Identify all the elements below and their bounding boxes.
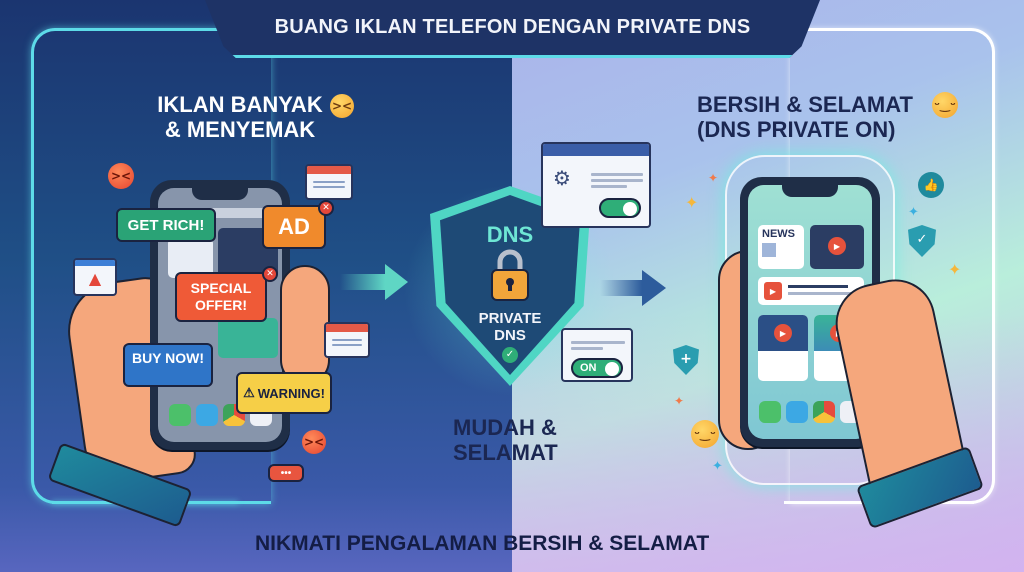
sparkle-icon: ✦: [685, 193, 699, 212]
video-card-2[interactable]: ▶: [758, 315, 808, 381]
chrome-app-icon[interactable]: [812, 401, 835, 423]
dns-toggle[interactable]: [599, 198, 641, 218]
arrow-right-icon: [340, 264, 408, 300]
smile-emoji-icon: ᵕ‿ᵕ: [691, 420, 719, 448]
play-icon: ▶: [764, 282, 782, 300]
video-card-2: [218, 318, 278, 358]
left-heading-line1: IKLAN BANYAK: [157, 92, 323, 117]
sparkle-icon: ✦: [908, 205, 919, 220]
center-caption: MUDAH & SELAMAT: [453, 415, 558, 466]
thumbs-up-icon: 👍: [918, 172, 944, 198]
sparkle-icon: ✦: [674, 394, 685, 408]
popup-window-2: [324, 322, 370, 358]
sparkle-icon: ✦: [948, 260, 962, 279]
smile-emoji-icon: ᵕ‿ᵕ: [932, 92, 958, 118]
left-heading-line2: & MENYEMAK: [164, 117, 316, 143]
angry-emoji-icon: ><: [108, 163, 134, 189]
close-icon[interactable]: ✕: [318, 200, 334, 216]
warning-icon: ▲: [88, 269, 102, 288]
right-heading: BERSIH & SELAMAT (DNS PRIVATE ON): [697, 92, 913, 143]
app-dock: [756, 397, 864, 427]
popup-window: [305, 164, 353, 200]
phone-app-icon[interactable]: [168, 404, 191, 426]
messages-app-icon[interactable]: [785, 401, 808, 423]
ad-buy-now[interactable]: BUY NOW!: [123, 343, 213, 387]
news-card[interactable]: NEWS: [758, 225, 804, 269]
on-toggle[interactable]: ON: [571, 358, 623, 378]
frustrated-emoji-icon: ><: [330, 94, 354, 118]
alert-popup: ▲: [73, 258, 117, 296]
play-icon: ▶: [828, 237, 846, 255]
sparkle-icon: ✦: [712, 459, 723, 474]
messages-app-icon[interactable]: [195, 404, 218, 426]
app-dock: [166, 400, 274, 430]
ad-warning[interactable]: ⚠ WARNING!: [236, 372, 332, 414]
ad-banner[interactable]: AD: [262, 205, 326, 249]
phone-app-icon[interactable]: [758, 401, 781, 423]
gear-icon: ⚙: [553, 166, 571, 190]
left-hand-fingers: [280, 265, 330, 385]
ad-get-rich[interactable]: GET RICH!: [116, 208, 216, 242]
lock-icon: [491, 249, 529, 301]
footer-tagline: NIKMATI PENGALAMAN BERSIH & SELAMAT: [255, 532, 710, 555]
phone-notch: [192, 188, 248, 200]
right-heading-line1: BERSIH & SELAMAT: [697, 92, 913, 117]
arrow-right-icon: [600, 270, 666, 306]
shield-dns-label: DNS: [486, 222, 534, 247]
close-icon[interactable]: ✕: [262, 266, 278, 282]
news-card: [168, 238, 213, 278]
typing-bubble: •••: [268, 464, 304, 482]
title-banner: BUANG IKLAN TELEFON DENGAN PRIVATE DNS: [205, 0, 820, 58]
settings-window: ⚙: [541, 142, 651, 228]
video-card[interactable]: ▶: [810, 225, 864, 269]
warning-icon: ⚠: [243, 385, 255, 400]
right-heading-line2: (DNS PRIVATE ON): [697, 117, 896, 143]
sparkle-icon: ✦: [708, 171, 719, 185]
checkmark-icon: ✓: [502, 347, 518, 363]
page-title: BUANG IKLAN TELEFON DENGAN PRIVATE DNS: [274, 16, 751, 38]
play-icon: ▶: [774, 324, 792, 342]
phone-notch: [782, 185, 838, 197]
angry-emoji-icon: ><: [302, 430, 326, 454]
shield-private-dns-label: PRIVATE DNS: [478, 310, 542, 345]
on-toggle-window: ON: [561, 328, 633, 382]
search-bar: [168, 208, 268, 218]
ad-special-offer[interactable]: SPECIAL OFFER!: [175, 272, 267, 322]
left-heading: IKLAN BANYAK & MENYEMAK: [140, 92, 340, 143]
